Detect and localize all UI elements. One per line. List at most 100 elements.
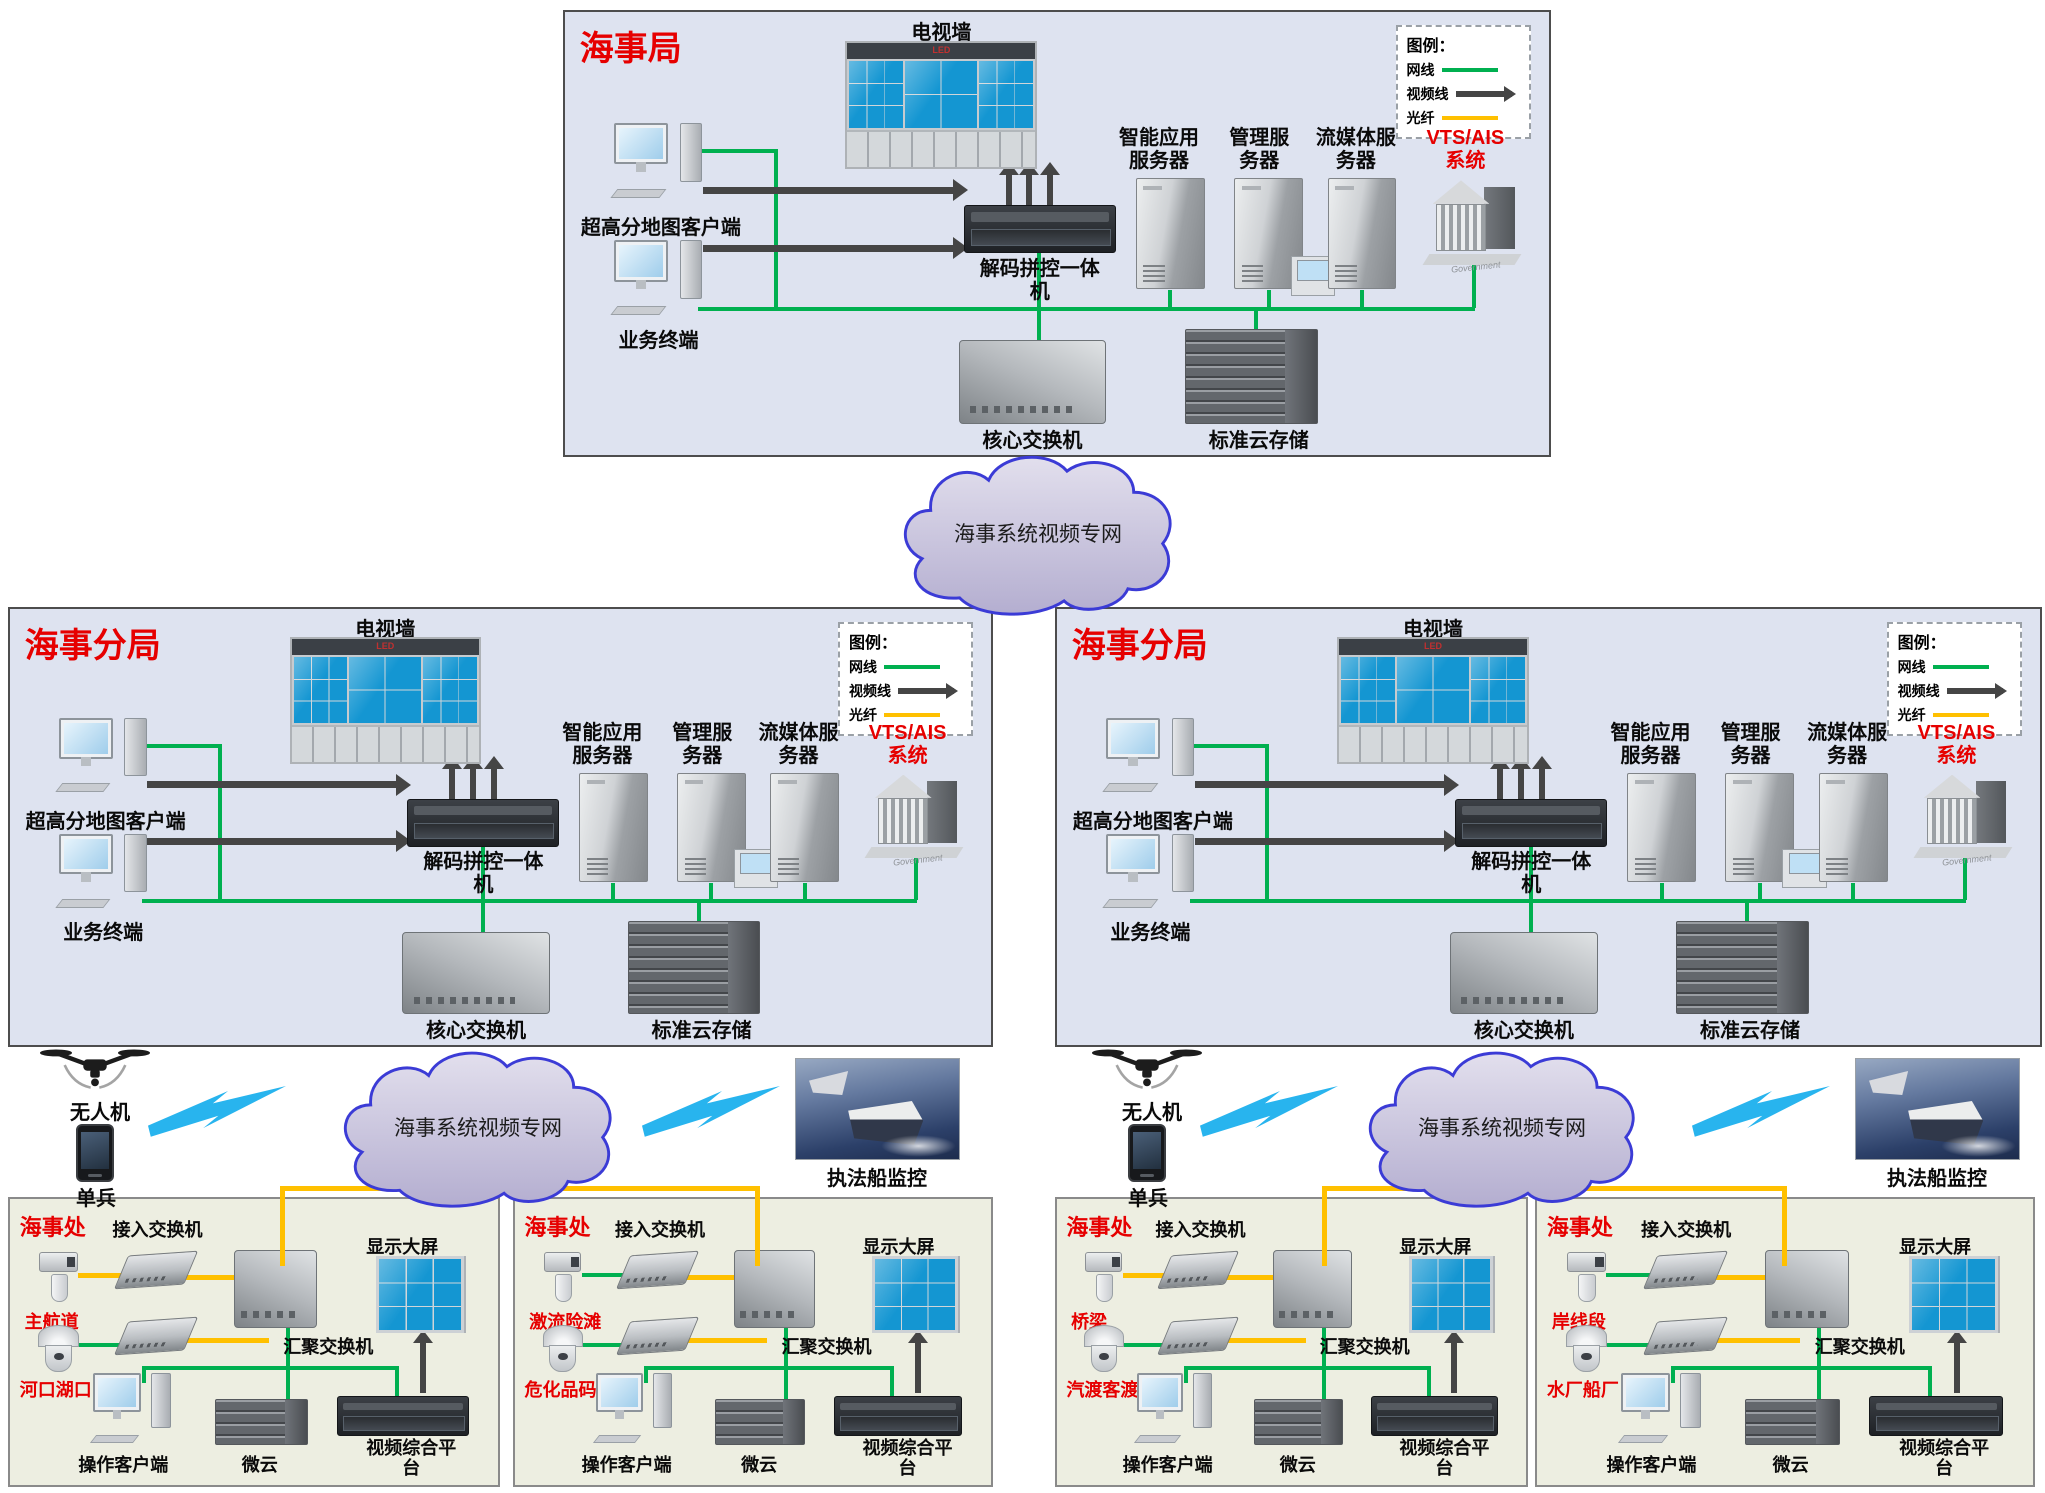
map-client-label: 超高分地图客户端 xyxy=(580,217,741,240)
aggregation-switch-label: 汇聚交换机 xyxy=(283,1337,374,1358)
fiber-line xyxy=(686,1274,749,1280)
decoder-label: 解码拼控一体机 xyxy=(1471,850,1592,896)
fiber-line xyxy=(185,1337,269,1343)
patrol-boat-label: 执法船监控 xyxy=(1887,1168,1987,1190)
tv-wall-screens xyxy=(291,655,479,726)
operator-client-label: 操作客户端 xyxy=(1606,1454,1697,1475)
camera-uplink-line xyxy=(1122,1273,1168,1279)
network-line xyxy=(1265,744,1270,899)
drone-shape xyxy=(1091,1049,1203,1089)
display-wall-label: 显示大屏 xyxy=(1899,1237,1972,1258)
media-server-label: 流媒体服务器 xyxy=(758,722,839,768)
fiber-line xyxy=(1715,1337,1800,1343)
network-line xyxy=(643,1366,648,1384)
display-wall-label: 显示大屏 xyxy=(366,1237,439,1258)
video-line-arrow xyxy=(1450,1342,1457,1394)
map-client-computer xyxy=(1102,718,1199,796)
ptz-camera-icon xyxy=(1085,1248,1127,1302)
video-line-icon xyxy=(1946,683,2007,700)
video-line-arrow xyxy=(470,768,477,799)
aggregation-switch xyxy=(234,1250,318,1328)
decoder-rack xyxy=(407,798,560,847)
network-line xyxy=(141,1366,146,1384)
aggregation-switch xyxy=(1765,1250,1850,1328)
access-switch-label: 接入交换机 xyxy=(1155,1220,1246,1241)
core-switch-label: 核心交换机 xyxy=(982,429,1083,452)
camera1-site-label: 激流险滩 xyxy=(529,1311,602,1332)
ptz-camera-icon xyxy=(543,1248,587,1302)
aggregation-switch xyxy=(733,1250,815,1328)
legend-video-label: 视频线 xyxy=(1406,86,1449,103)
legend-fiber-label: 光纤 xyxy=(848,707,877,724)
network-cloud: 海事系统视频专网 xyxy=(893,450,1183,616)
camera2-site-label: 河口湖口 xyxy=(19,1380,92,1401)
legend-video-label: 视频线 xyxy=(848,683,891,700)
cloud-label: 海事系统视频专网 xyxy=(394,1116,562,1140)
access-switch xyxy=(1642,1316,1729,1356)
bureau-title: 海事分局 xyxy=(1071,626,1208,665)
tv-wall-led-strip: LED xyxy=(847,42,1036,59)
cloud-label: 海事系统视频专网 xyxy=(954,522,1122,546)
video-line-arrow xyxy=(702,186,954,194)
business-terminal-label: 业务终端 xyxy=(63,922,144,945)
video-line-arrow xyxy=(1194,837,1446,845)
network-line-icon xyxy=(883,665,940,670)
business-terminal-label: 业务终端 xyxy=(618,330,699,353)
video-line-arrow xyxy=(1194,781,1446,789)
soldier-label: 单兵 xyxy=(1128,1188,1168,1210)
network-line xyxy=(773,149,778,307)
operator-client-label: 操作客户端 xyxy=(581,1454,672,1475)
network-bus-line xyxy=(1189,898,1967,903)
fiber-line xyxy=(1715,1274,1781,1280)
micro-cloud-label: 微云 xyxy=(741,1454,778,1475)
cloud-shape xyxy=(343,1051,612,1208)
camera-uplink-line xyxy=(1606,1343,1654,1348)
cloud-storage-label: 标准云存储 xyxy=(651,1020,752,1043)
business-terminal-label: 业务终端 xyxy=(1110,922,1191,945)
video-line-arrow xyxy=(1518,768,1525,799)
video-line-arrow xyxy=(1047,173,1054,205)
video-platform-label: 视频综合平台 xyxy=(366,1438,457,1479)
app-server-label: 智能应用服务器 xyxy=(1119,127,1200,173)
dome-camera-icon xyxy=(1562,1324,1612,1374)
vts-building-icon xyxy=(1422,180,1522,265)
network-line xyxy=(1321,1324,1326,1368)
network-line xyxy=(141,1366,397,1371)
legend-fiber-label: 光纤 xyxy=(1897,707,1926,724)
camera-uplink-line xyxy=(78,1273,125,1279)
tv-wall-icon: LED xyxy=(289,637,481,764)
network-line xyxy=(285,1366,290,1400)
business-terminal-computer xyxy=(610,240,707,320)
drone-icon xyxy=(35,1046,155,1098)
decoder-label: 解码拼控一体机 xyxy=(423,850,544,896)
tv-wall-label: 电视墙 xyxy=(355,619,416,642)
maritime-office-box: 海事处 接入交换机 岸线段 水厂船厂 汇聚交换机 显示大屏 操作客户端 微云 视… xyxy=(1535,1197,2035,1487)
tv-wall-base xyxy=(291,725,479,762)
network-line xyxy=(1037,253,1042,343)
tv-wall-base xyxy=(847,129,1036,168)
network-line-icon xyxy=(1441,68,1498,73)
network-line xyxy=(783,1366,788,1400)
legend: 图例： 网线 视频线 光纤 xyxy=(837,622,974,737)
cloud-storage xyxy=(1676,920,1809,1015)
map-client-label: 超高分地图客户端 xyxy=(1072,811,1233,834)
lightning-shape xyxy=(1692,1086,1830,1137)
core-switch xyxy=(1450,931,1598,1015)
camera2-site-label: 汽渡客渡 xyxy=(1066,1380,1139,1401)
wireless-link-icon xyxy=(148,1086,286,1138)
access-switch xyxy=(616,1316,700,1356)
mgmt-server-label: 管理服务器 xyxy=(1229,127,1290,173)
display-wall-label: 显示大屏 xyxy=(1399,1237,1472,1258)
soldier-label: 单兵 xyxy=(76,1188,116,1210)
cloud-storage xyxy=(628,920,761,1015)
patrol-boat-photo xyxy=(795,1058,960,1160)
handheld-terminal-icon xyxy=(76,1124,114,1182)
patrol-boat-photo xyxy=(1855,1058,2020,1160)
access-switch xyxy=(114,1316,199,1356)
tv-wall-base xyxy=(1339,725,1527,762)
tv-wall-label: 电视墙 xyxy=(1402,619,1463,642)
network-line xyxy=(142,744,221,749)
access-switch-label: 接入交换机 xyxy=(614,1220,705,1241)
video-line-arrow xyxy=(1026,173,1033,205)
decoder-rack xyxy=(963,204,1117,254)
